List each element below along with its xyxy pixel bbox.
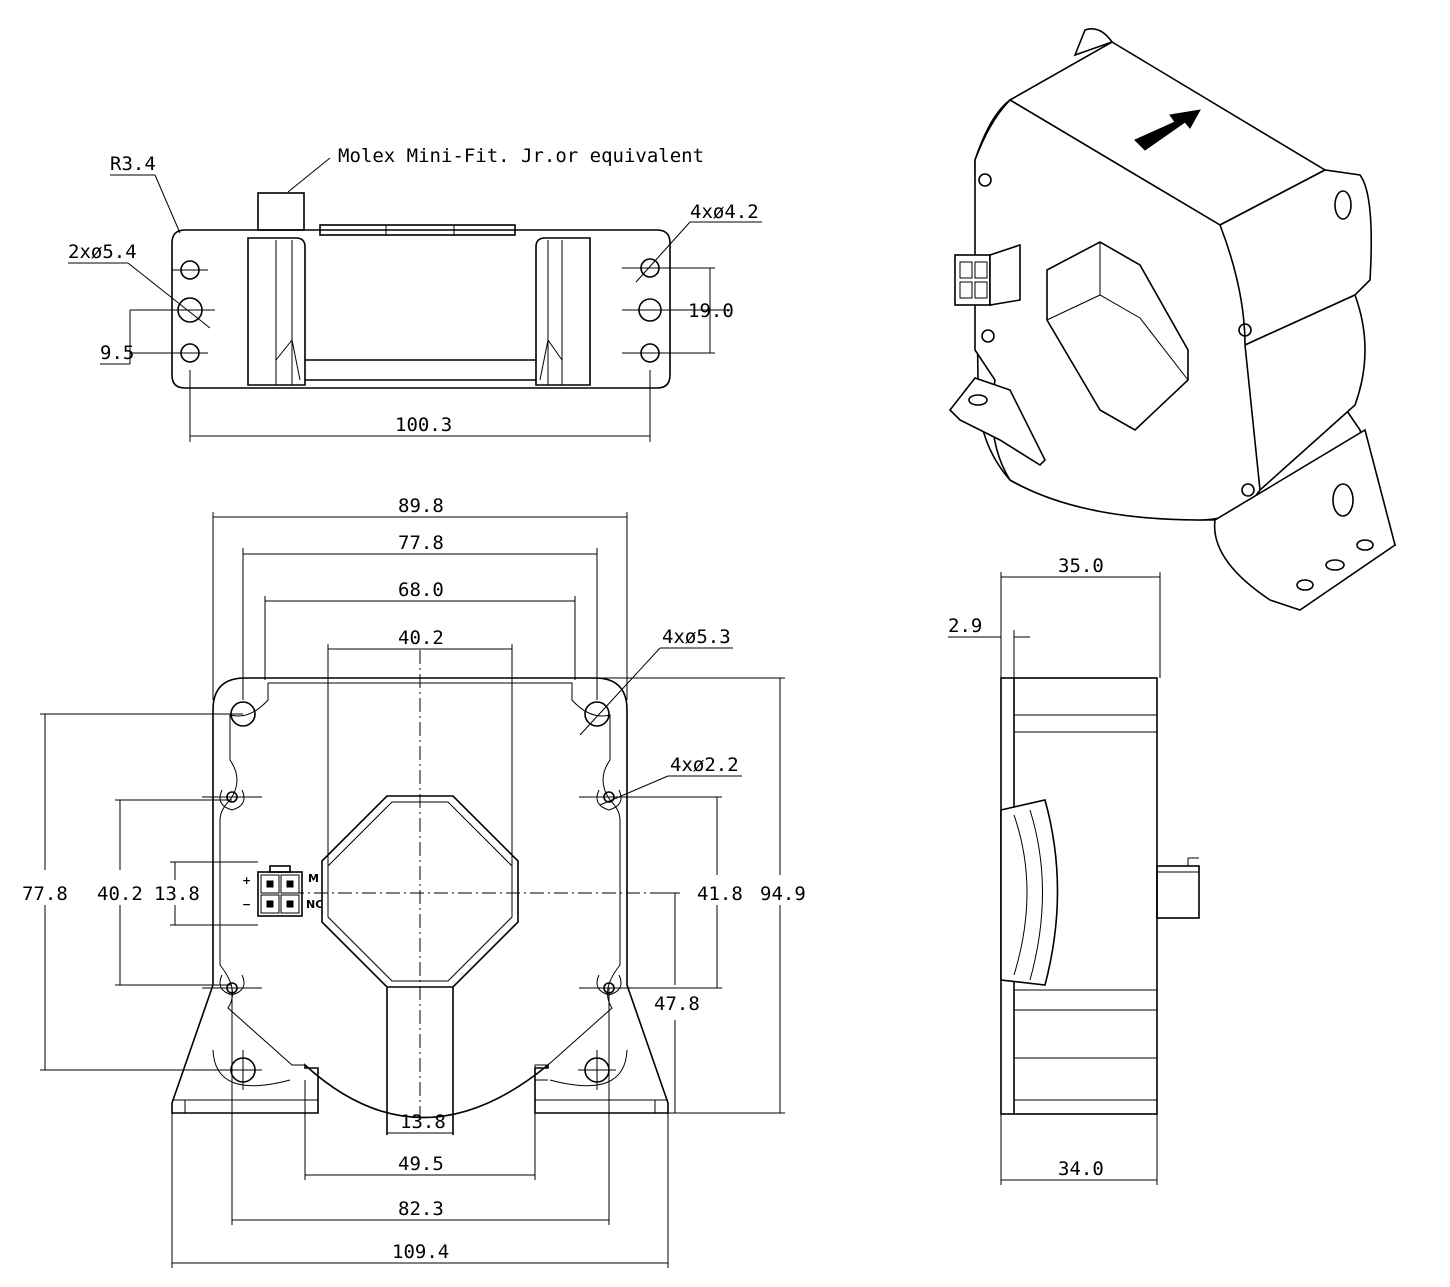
holes-2-2-label: 4xø2.2 [670,754,739,776]
left-holes-label: 2xø5.4 [68,241,137,263]
pitch-9-5-label: 9.5 [100,342,134,364]
dim-94-9: 94.9 [760,883,806,905]
dim-2-9: 2.9 [948,615,982,637]
side-view: 35.0 2.9 34.0 [948,555,1200,1185]
connector-plus-label: + [242,874,251,887]
top-view-left-holes [130,260,215,363]
top-view-connector [257,192,305,231]
connector-nc-label: NC [306,898,323,911]
top-view-right-column [535,237,591,386]
right-holes-label: 4xø4.2 [690,201,759,223]
top-view-right-holes [622,258,715,363]
front-body-outline [171,677,669,1119]
connector-note: Molex Mini-Fit. Jr.or equivalent [338,145,704,167]
connector-m-label: M [308,872,319,885]
dim-40-2-left: 40.2 [97,883,143,905]
dim-41-8: 41.8 [697,883,743,905]
dim-13-8-left: 13.8 [154,883,200,905]
dim-77-8-left: 77.8 [22,883,68,905]
front-connector: + − M NC [242,865,323,917]
dim-82-3: 82.3 [398,1198,444,1220]
top-view-left-column [247,237,306,386]
dim-34-0: 34.0 [1058,1158,1104,1180]
dim-89-8: 89.8 [398,495,444,517]
dim-40-2-top: 40.2 [398,627,444,649]
dim-77-8-top: 77.8 [398,532,444,554]
top-view: R3.4 2xø5.4 9.5 4xø4.2 19.0 100.3 Molex … [68,145,762,442]
side-connector [1156,865,1200,919]
front-view: + − M NC 89.8 77.8 68.0 40.2 4xø5.3 4xø2… [22,495,806,1268]
pitch-19-label: 19.0 [688,300,734,322]
octagon-window-inner [327,801,513,982]
dim-47-8: 47.8 [654,993,700,1015]
arrow-icon [1134,109,1201,151]
isometric-view [948,28,1397,611]
holes-5-3-label: 4xø5.3 [662,626,731,648]
width-100-3-label: 100.3 [395,414,452,436]
dim-109-4: 109.4 [392,1241,449,1263]
dim-35-0: 35.0 [1058,555,1104,577]
radius-label: R3.4 [110,153,156,175]
top-view-flange-outline [171,229,671,389]
dim-13-8-bottom: 13.8 [400,1111,446,1133]
top-view-top-rib [319,224,516,236]
dim-68-0: 68.0 [398,579,444,601]
iso-connector [954,243,1021,306]
connector-minus-label: − [242,898,251,911]
dim-49-5: 49.5 [398,1153,444,1175]
